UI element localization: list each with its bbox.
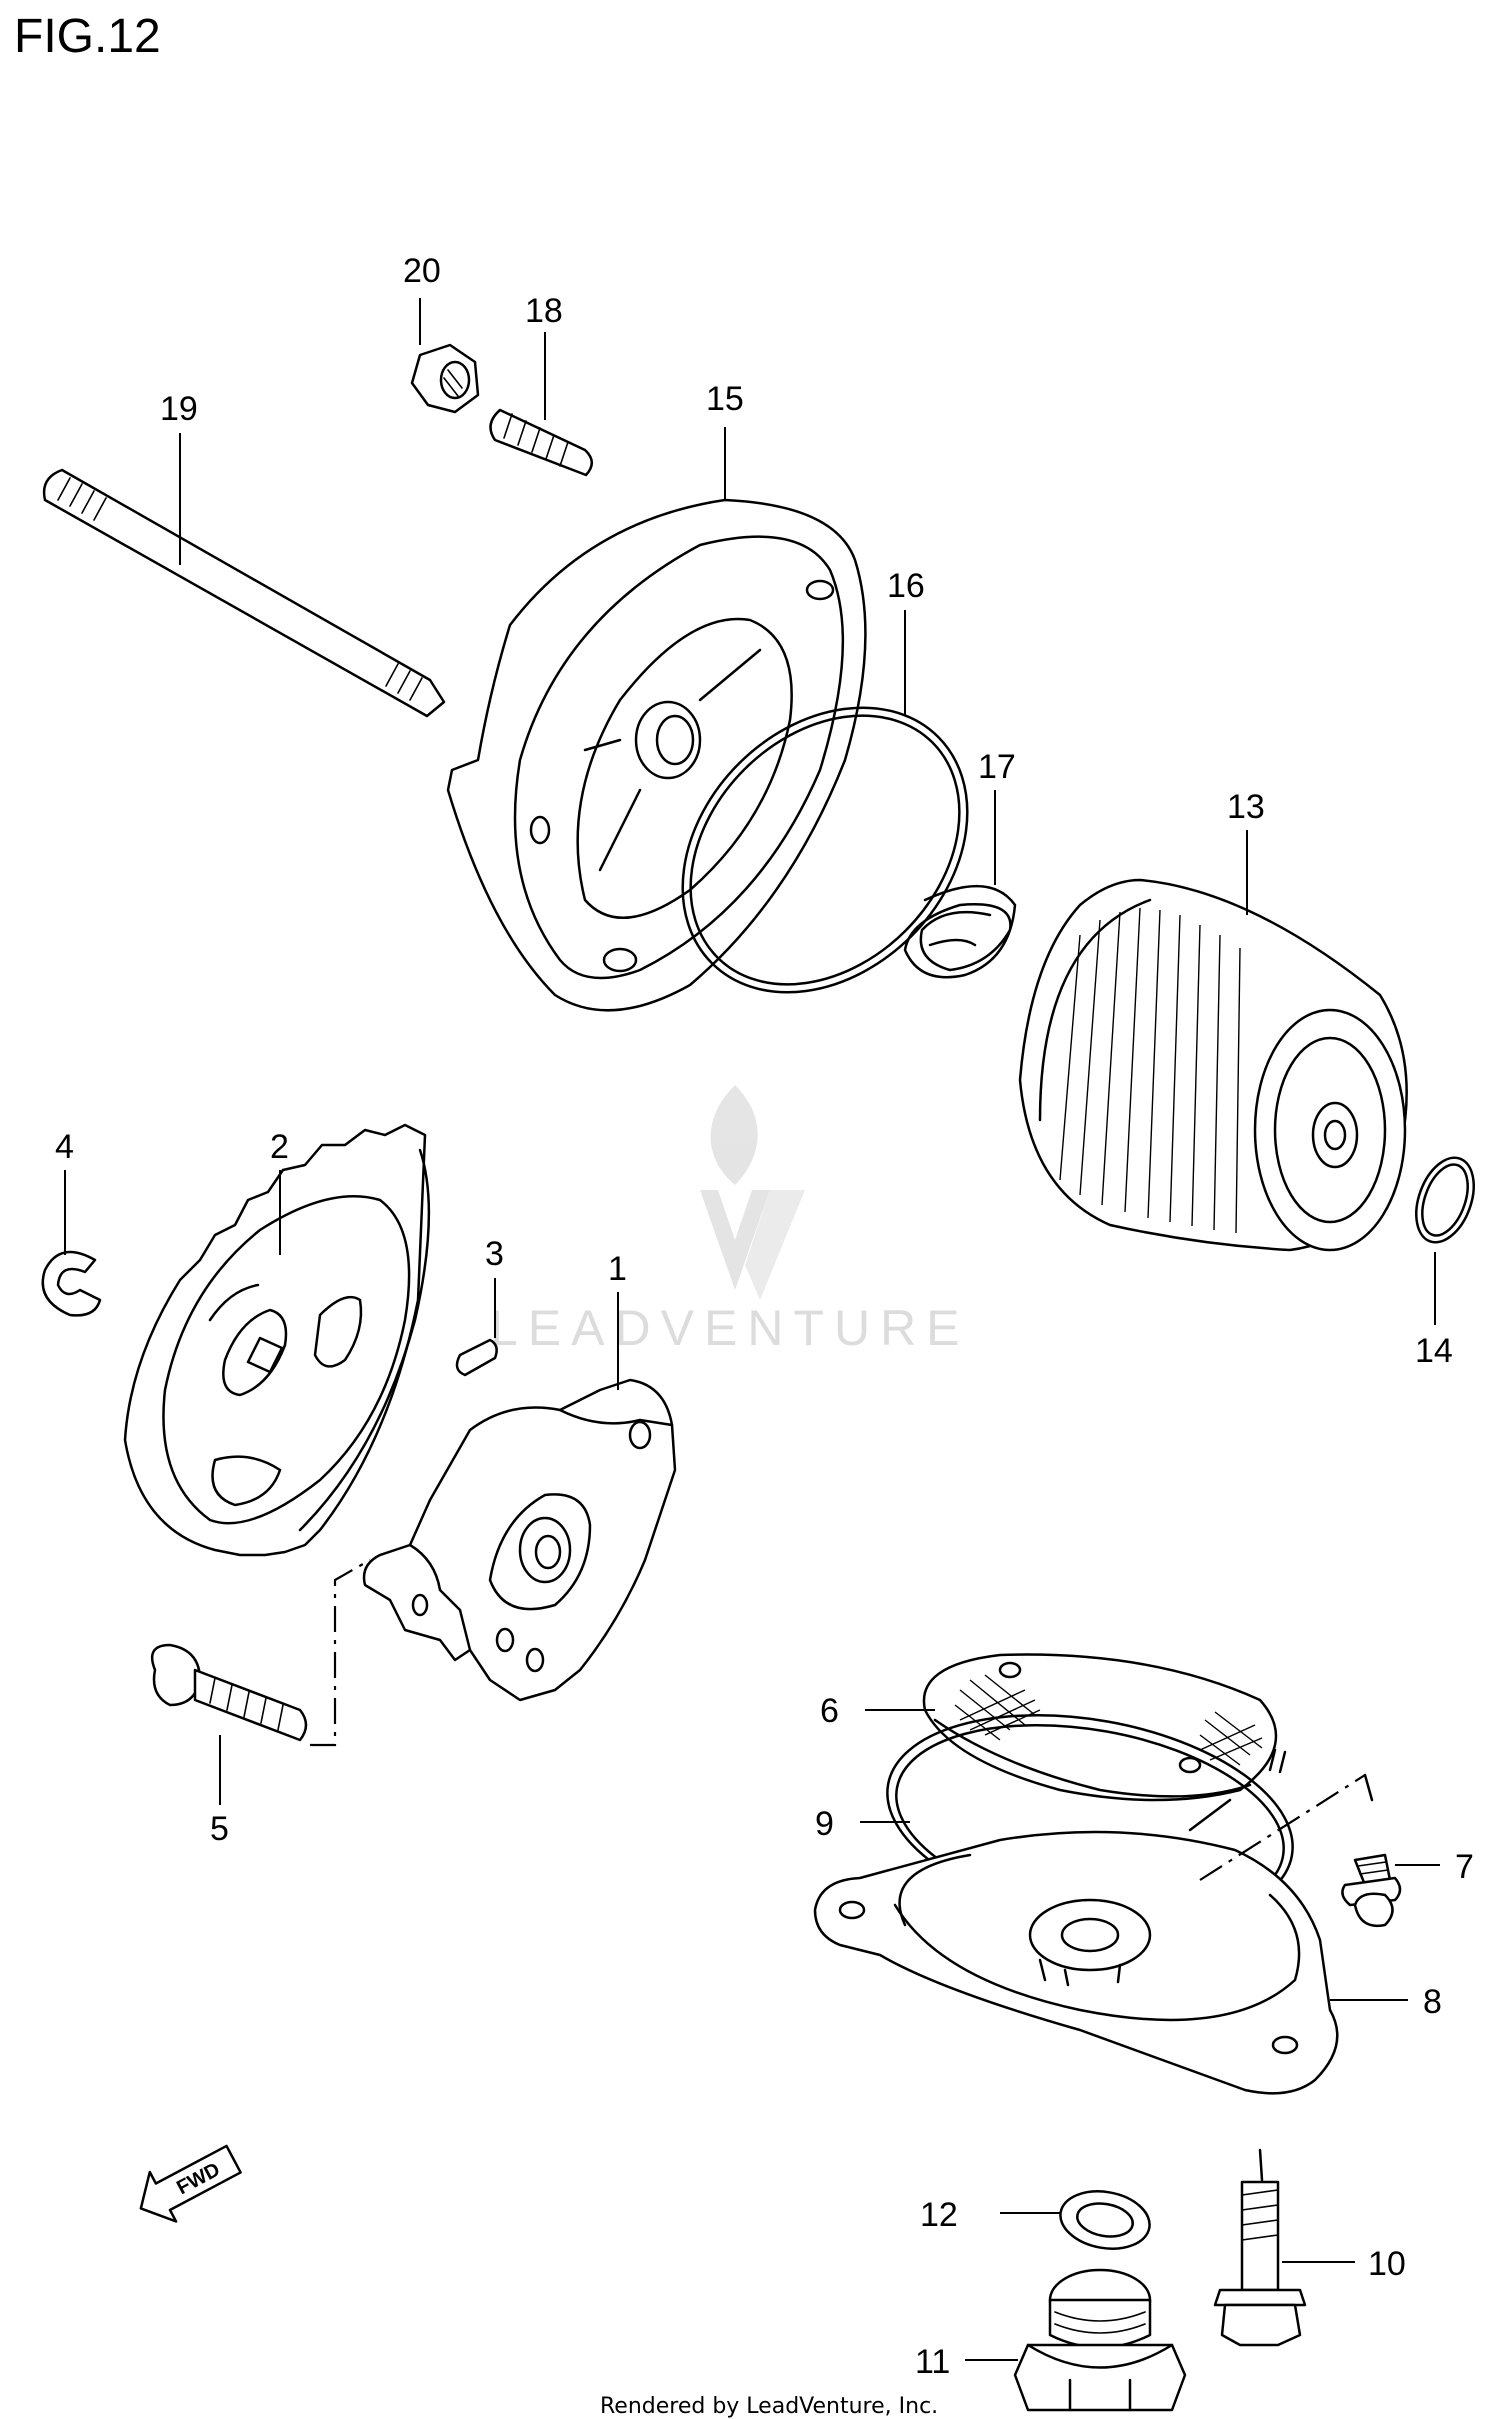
part-15-cover — [446, 498, 867, 1012]
callout-14: 14 — [1415, 1332, 1453, 1370]
part-6-strainer — [922, 1653, 1287, 1802]
part-11-drain-plug — [1013, 2268, 1187, 2412]
callout-17: 17 — [978, 748, 1016, 786]
part-3-pin — [455, 1338, 498, 1377]
part-1-oil-pump — [362, 1378, 677, 1702]
callout-1: 1 — [608, 1250, 627, 1288]
footer-credit: Rendered by LeadVenture, Inc. — [600, 2394, 938, 2419]
callout-18: 18 — [525, 292, 563, 330]
part-17-spring — [903, 884, 1017, 979]
figure-title: FIG.12 — [14, 10, 161, 63]
part-13-oil-filter — [1018, 878, 1408, 1252]
part-2-gear — [123, 1123, 431, 1557]
part-20-nut — [410, 343, 480, 414]
part-5-bolt — [150, 1559, 371, 1747]
part-4-circlip — [41, 1250, 102, 1317]
fwd-arrow: FWD — [139, 2144, 242, 2223]
part-12-washer — [1059, 2190, 1151, 2250]
part-18-stud — [489, 408, 593, 477]
watermark-logo: LEADVENTURE — [490, 1085, 970, 1356]
callout-6: 6 — [820, 1692, 839, 1730]
callout-16: 16 — [887, 567, 925, 605]
callout-2: 2 — [270, 1128, 289, 1166]
callout-19: 19 — [160, 390, 198, 428]
part-19-stud — [42, 468, 446, 718]
callout-4: 4 — [55, 1128, 74, 1166]
callout-9: 9 — [815, 1805, 834, 1843]
callout-7: 7 — [1455, 1848, 1474, 1886]
callout-20: 20 — [403, 252, 441, 290]
callout-8: 8 — [1423, 1983, 1442, 2021]
part-7-bolt — [1341, 1853, 1402, 1928]
leader-lines — [64, 298, 1440, 2361]
part-14-o-ring — [1415, 1156, 1475, 1244]
part-10-bolt — [1213, 2148, 1307, 2347]
callouts: 20 18 19 15 16 17 13 14 4 2 3 1 5 6 9 7 … — [55, 252, 1474, 2381]
callout-12: 12 — [920, 2196, 958, 2234]
callout-10: 10 — [1368, 2245, 1406, 2283]
callout-11: 11 — [915, 2343, 950, 2381]
callout-13: 13 — [1227, 788, 1265, 826]
callout-15: 15 — [706, 380, 744, 418]
callout-5: 5 — [210, 1810, 229, 1848]
callout-3: 3 — [485, 1235, 504, 1273]
watermark-text: LEADVENTURE — [490, 1300, 970, 1356]
part-8-oil-pan — [813, 1773, 1374, 2095]
